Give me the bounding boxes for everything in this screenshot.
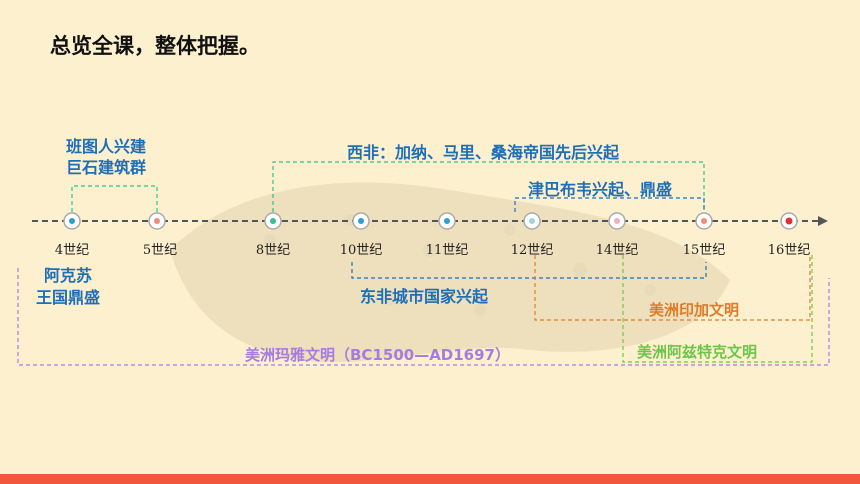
tick-label: 10世纪 [339,243,383,258]
inca-label: 美洲印加文明 [649,301,740,319]
west-africa-bracket [272,161,705,212]
west-africa-label: 西非：加纳、马里、桑海帝国先后兴起 [347,143,620,162]
tick-dot-12 [523,212,541,230]
inca-bracket [534,255,811,321]
footer-bar [0,474,860,484]
aksum-label-line: 王国鼎盛 [36,288,101,307]
tick-label: 16世纪 [767,243,811,258]
tick-label: 12世纪 [510,243,554,258]
tick-dot-14 [608,212,626,230]
aztec-label: 美洲阿兹特克文明 [637,343,758,361]
tick-dot-5 [148,212,166,230]
east-africa-bracket [351,262,707,279]
east-africa-label: 东非城市国家兴起 [360,287,489,306]
timeline-arrow-icon [818,216,828,226]
tick-label: 14世纪 [595,243,639,258]
bantu-label-line: 班图人兴建 [66,137,147,156]
tick-dot-8 [264,212,282,230]
aksum-label: 阿克苏 王国鼎盛 [36,265,100,309]
bantu-bracket [71,185,158,212]
tick-dot-15 [695,212,713,230]
tick-label: 8世纪 [255,243,291,258]
zimbabwe-label: 津巴布韦兴起、鼎盛 [528,180,673,199]
tick-dot-11 [438,212,456,230]
tick-dot-4 [63,212,81,230]
tick-label: 15世纪 [682,243,726,258]
tick-label: 11世纪 [425,243,469,258]
bantu-label-line: 巨石建筑群 [66,158,147,177]
page-title: 总览全课，整体把握。 [50,33,260,58]
maya-label: 美洲玛雅文明（BC1500—AD1697） [245,346,510,364]
aksum-label-line: 阿克苏 [44,266,93,285]
tick-dot-16 [780,212,798,230]
zimbabwe-bracket [514,197,705,212]
bantu-label: 班图人兴建 巨石建筑群 [66,136,146,178]
tick-label: 5世纪 [142,243,178,258]
tick-dot-10 [352,212,370,230]
leopard-watermark-icon [170,182,730,363]
tick-label: 4世纪 [54,243,90,258]
